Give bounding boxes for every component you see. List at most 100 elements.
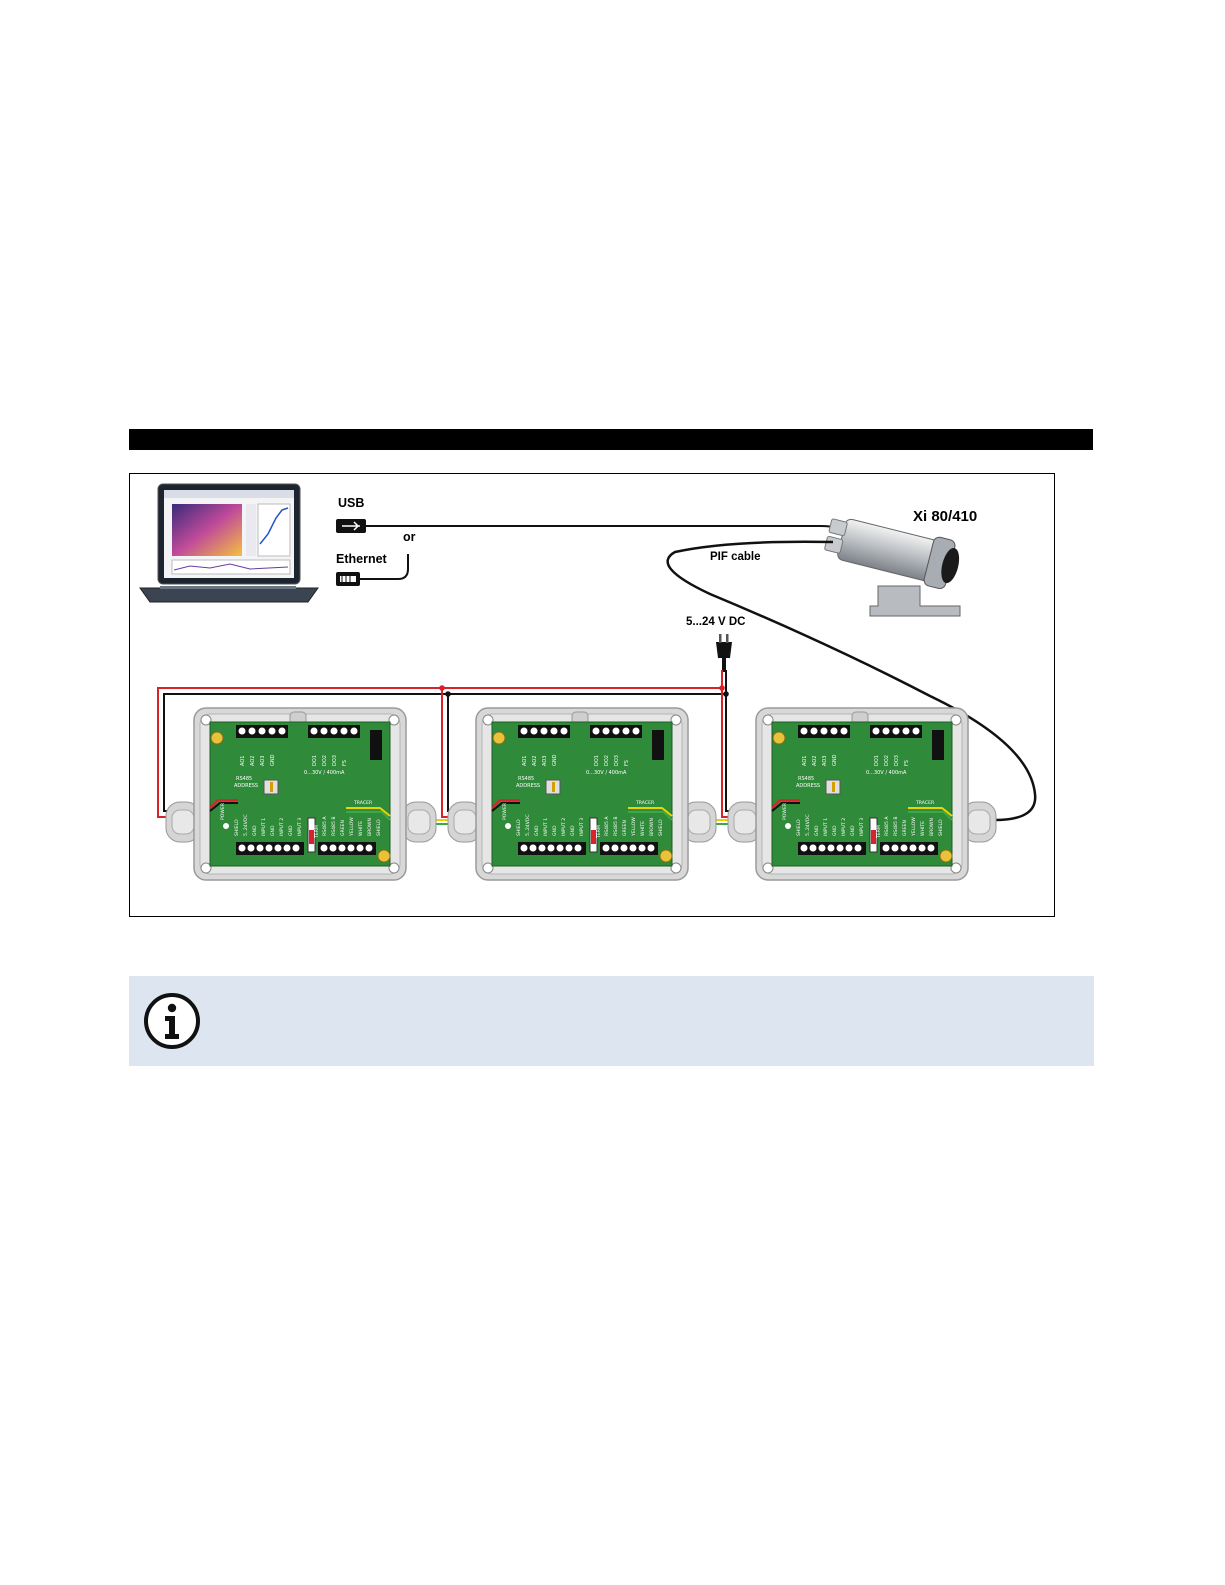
usb-label: USB <box>338 496 365 510</box>
pin-label-do1: DO1 <box>312 755 318 766</box>
pin-label-fs: FS <box>904 760 910 766</box>
pin-label-fs: FS <box>342 760 348 766</box>
pin-label-bottom: GND <box>552 825 558 836</box>
pin-label-gnd: GND <box>552 754 558 766</box>
pin-label-bottom: GND <box>288 825 294 836</box>
pin-label-bottom: SHIELD <box>658 819 664 836</box>
pin-label-bottom: INPUT 1 <box>543 818 549 836</box>
output-rating-label: 0...30V / 400mA <box>304 770 345 776</box>
laptop-icon <box>139 483 319 603</box>
section-header-bar <box>129 429 1093 450</box>
pin-label-bottom: GND <box>814 825 820 836</box>
pin-label-ao1: AO1 <box>240 756 246 766</box>
power-plug-icon <box>716 634 732 672</box>
pin-label-bottom: SHIELD <box>234 819 240 836</box>
rs485-address-label: ADDRESS <box>234 783 258 789</box>
power-led-label: POWER <box>782 802 788 820</box>
pin-label-bottom: YELLOW <box>911 817 917 837</box>
pin-label-bottom: WHITE <box>358 821 364 836</box>
power-led-label: POWER <box>502 802 508 820</box>
usb-cable <box>366 525 853 535</box>
rs485-address-label: RS485 <box>518 776 534 782</box>
pin-label-gnd: GND <box>270 754 276 766</box>
pin-label-gnd: GND <box>832 754 838 766</box>
pin-label-ao1: AO1 <box>802 756 808 766</box>
pin-label-bottom: GND <box>570 825 576 836</box>
pin-label-bottom: RS485 A <box>322 816 328 836</box>
term-label: TERM <box>876 825 882 839</box>
pin-label-do1: DO1 <box>594 755 600 766</box>
pin-label-bottom: GND <box>832 825 838 836</box>
pin-label-bottom: RS485 B <box>331 817 337 837</box>
ethernet-cable <box>360 554 409 580</box>
pin-label-bottom: GND <box>534 825 540 836</box>
pin-label-bottom: YELLOW <box>349 817 355 837</box>
pin-label-bottom: SHIELD <box>376 819 382 836</box>
pin-label-bottom: WHITE <box>920 821 926 836</box>
usb-plug-icon <box>336 519 366 533</box>
rs485-address-label: RS485 <box>798 776 814 782</box>
rs485-address-label: ADDRESS <box>516 783 540 789</box>
connection-box-3 <box>727 707 997 881</box>
pin-label-bottom: SHIELD <box>796 819 802 836</box>
rs485-address-label: ADDRESS <box>796 783 820 789</box>
pin-label-bottom: INPUT 1 <box>261 818 267 836</box>
pin-label-bottom: INPUT 3 <box>579 818 585 836</box>
pin-label-do2: DO2 <box>604 755 610 766</box>
pif-cable <box>666 540 1037 822</box>
pin-label-bottom: INPUT 2 <box>279 818 285 836</box>
pin-label-do3: DO3 <box>332 755 338 766</box>
pin-label-bottom: BROWN <box>649 818 655 836</box>
pin-label-bottom: INPUT 3 <box>297 818 303 836</box>
pin-label-do3: DO3 <box>894 755 900 766</box>
pif-cable-label: PIF cable <box>710 551 761 563</box>
term-label: TERM <box>314 825 320 839</box>
pin-label-ao3: AO3 <box>822 756 828 766</box>
camera-model-label: Xi 80/410 <box>913 508 978 525</box>
camera-icon <box>824 518 961 617</box>
power-supply-label: 5...24 V DC <box>686 616 746 628</box>
pin-label-fs: FS <box>624 760 630 766</box>
power-led-label: POWER <box>220 802 226 820</box>
cable-label: TRACER <box>915 800 935 806</box>
pin-label-ao2: AO2 <box>532 756 538 766</box>
ethernet-label: Ethernet <box>336 552 387 566</box>
pin-label-bottom: INPUT 2 <box>561 818 567 836</box>
pin-label-bottom: 5..24VDC <box>525 814 531 836</box>
pin-label-bottom: WHITE <box>640 821 646 836</box>
pin-label-bottom: GND <box>252 825 258 836</box>
pin-label-ao3: AO3 <box>260 756 266 766</box>
connection-box-2 <box>447 707 717 881</box>
pin-label-do1: DO1 <box>874 755 880 766</box>
pin-label-bottom: RS485 B <box>613 817 619 837</box>
pin-label-bottom: SHIELD <box>516 819 522 836</box>
pin-label-ao1: AO1 <box>522 756 528 766</box>
rs485-address-label: RS485 <box>236 776 252 782</box>
pin-label-bottom: YELLOW <box>631 817 637 837</box>
pin-label-bottom: GND <box>850 825 856 836</box>
output-rating-label: 0...30V / 400mA <box>586 770 627 776</box>
ethernet-plug-icon <box>336 572 360 586</box>
info-circle-icon <box>144 993 200 1049</box>
pin-label-bottom: SHIELD <box>938 819 944 836</box>
pin-label-bottom: 5..24VDC <box>805 814 811 836</box>
pin-label-ao2: AO2 <box>250 756 256 766</box>
pin-label-bottom: GREEN <box>340 820 346 836</box>
pin-label-ao2: AO2 <box>812 756 818 766</box>
pin-label-bottom: INPUT 1 <box>823 818 829 836</box>
pin-label-bottom: BROWN <box>929 818 935 836</box>
pin-label-bottom: GND <box>270 825 276 836</box>
pin-label-bottom: 5..24VDC <box>243 814 249 836</box>
pin-label-ao3: AO3 <box>542 756 548 766</box>
pin-label-bottom: RS485 A <box>604 816 610 836</box>
pin-label-bottom: RS485 B <box>893 817 899 837</box>
pin-label-bottom: RS485 A <box>884 816 890 836</box>
info-note <box>129 976 1094 1066</box>
pin-label-bottom: GREEN <box>622 820 628 836</box>
term-label: TERM <box>596 825 602 839</box>
